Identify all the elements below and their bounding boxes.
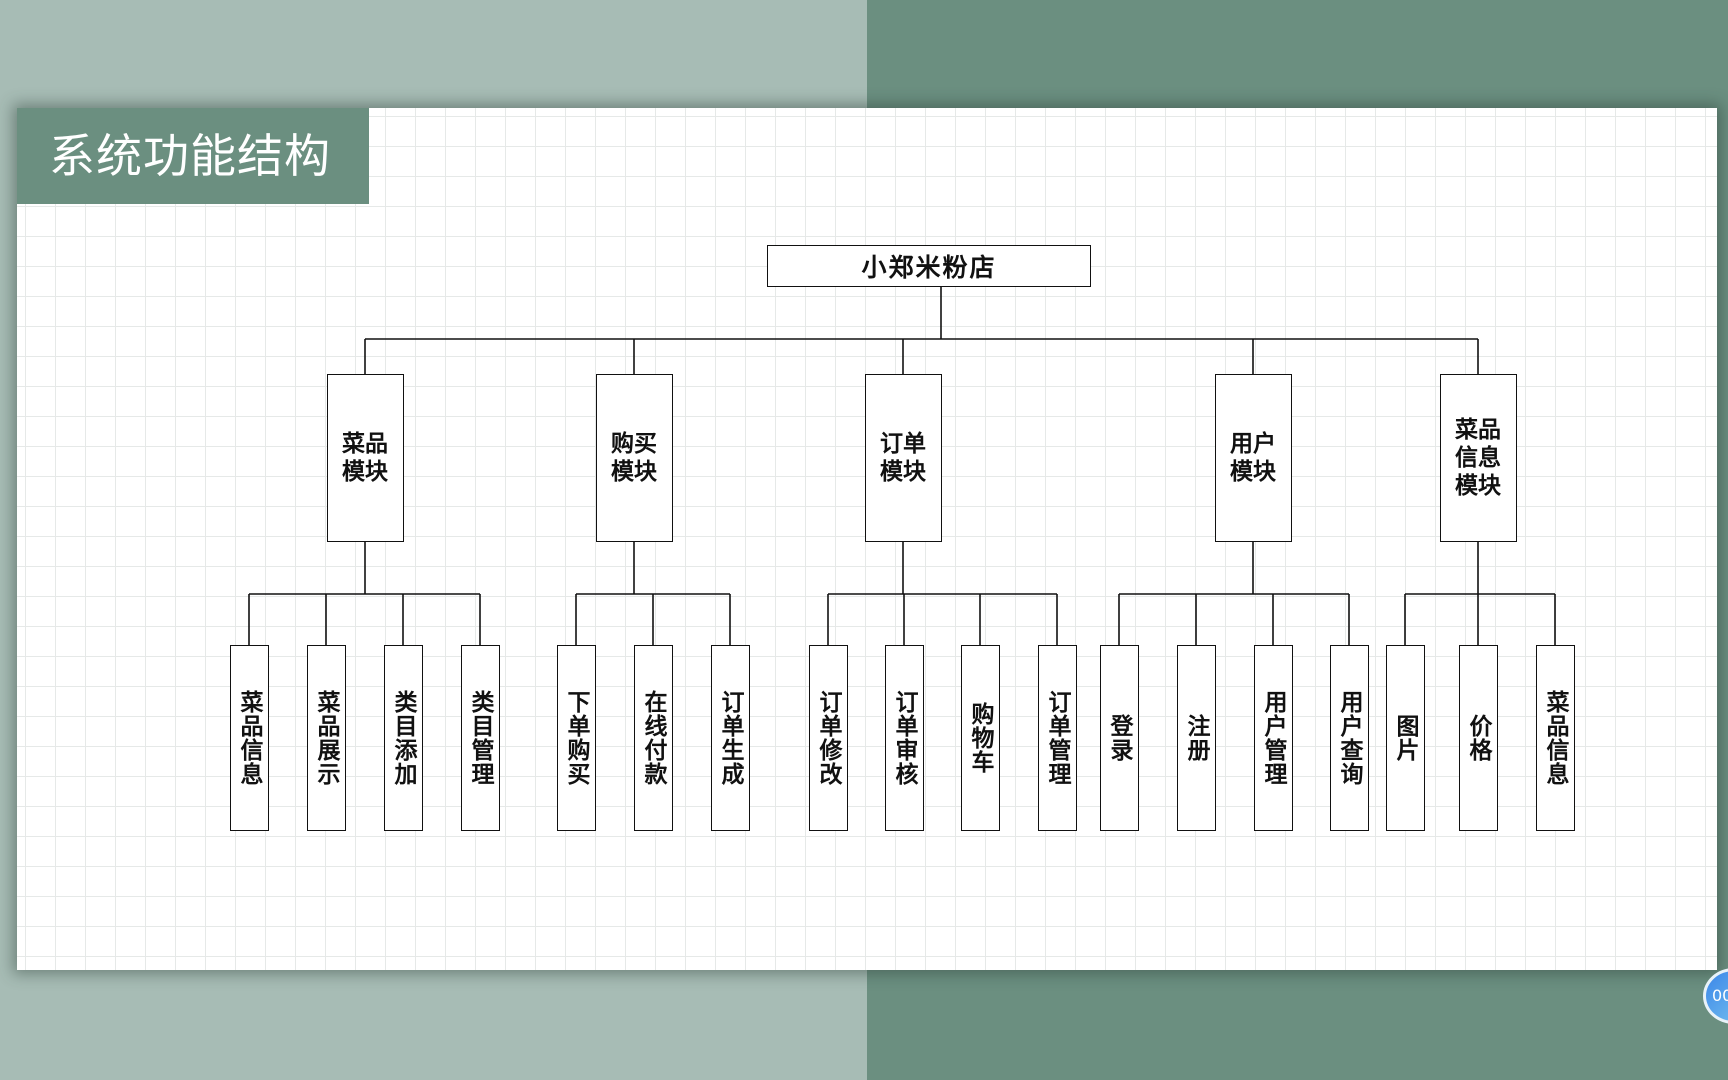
leaf-node-label: 用户管理 [1260, 690, 1287, 786]
module-node: 菜品信息模块 [1439, 374, 1517, 542]
module-node-label: 订单模块 [880, 430, 926, 485]
leaf-node: 价格 [1458, 645, 1498, 831]
leaf-node-label: 购物车 [967, 702, 994, 774]
module-node: 订单模块 [864, 374, 942, 542]
root-node-label: 小郑米粉店 [861, 253, 997, 282]
leaf-node-label: 登录 [1106, 714, 1133, 762]
module-node-label: 用户模块 [1230, 430, 1276, 485]
module-node-label: 菜品模块 [342, 430, 388, 485]
leaf-node-label: 订单生成 [717, 690, 744, 786]
leaf-node: 下单购买 [556, 645, 596, 831]
leaf-node-label: 图片 [1392, 714, 1419, 762]
leaf-node: 订单管理 [1037, 645, 1077, 831]
slide-title: 系统功能结构 [17, 108, 369, 204]
leaf-node-label: 菜品信息 [236, 690, 263, 786]
module-node-label: 购买模块 [611, 430, 657, 485]
leaf-node: 菜品信息 [1535, 645, 1575, 831]
module-node: 用户模块 [1214, 374, 1292, 542]
leaf-node-label: 价格 [1465, 714, 1492, 762]
leaf-node: 订单审核 [884, 645, 924, 831]
module-node-label: 菜品信息模块 [1455, 416, 1501, 499]
leaf-node-label: 订单审核 [891, 690, 918, 786]
root-node: 小郑米粉店 [767, 245, 1091, 287]
leaf-node: 用户管理 [1253, 645, 1293, 831]
leaf-node: 类目添加 [383, 645, 423, 831]
leaf-node: 登录 [1099, 645, 1139, 831]
leaf-node-label: 类目管理 [467, 690, 494, 786]
leaf-node-label: 类目添加 [390, 690, 417, 786]
leaf-node-label: 注册 [1183, 714, 1210, 762]
leaf-node: 菜品展示 [306, 645, 346, 831]
leaf-node-label: 菜品展示 [313, 690, 340, 786]
leaf-node-label: 订单管理 [1044, 690, 1071, 786]
leaf-node: 注册 [1176, 645, 1216, 831]
leaf-node: 用户查询 [1329, 645, 1369, 831]
leaf-node-label: 用户查询 [1336, 690, 1363, 786]
module-node: 菜品模块 [326, 374, 404, 542]
leaf-node: 购物车 [960, 645, 1000, 831]
module-node: 购买模块 [595, 374, 673, 542]
leaf-node: 订单修改 [808, 645, 848, 831]
leaf-node-label: 下单购买 [563, 690, 590, 786]
leaf-node: 在线付款 [633, 645, 673, 831]
leaf-node: 菜品信息 [229, 645, 269, 831]
leaf-node-label: 在线付款 [640, 690, 667, 786]
leaf-node: 订单生成 [710, 645, 750, 831]
leaf-node-label: 菜品信息 [1542, 690, 1569, 786]
leaf-node-label: 订单修改 [815, 690, 842, 786]
leaf-node: 图片 [1385, 645, 1425, 831]
leaf-node: 类目管理 [460, 645, 500, 831]
